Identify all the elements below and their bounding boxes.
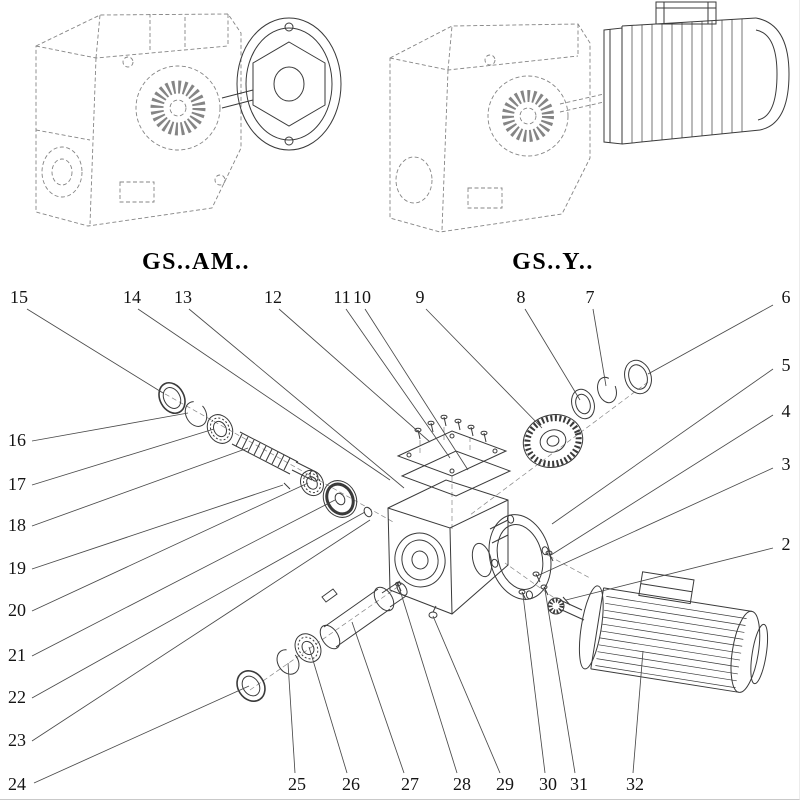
motor-pinion-icon <box>547 597 585 621</box>
part-number-31: 31 <box>570 774 588 794</box>
output-flange-icon <box>488 514 552 600</box>
leader-line-21 <box>31 499 336 657</box>
leader-line-10 <box>364 308 469 471</box>
circlip-icon <box>276 649 300 675</box>
leader-line-16 <box>31 412 189 442</box>
output-gear-icon <box>522 414 584 468</box>
bearing-icon <box>294 633 322 663</box>
leader-line-14 <box>137 308 391 481</box>
drain-plug-icon <box>428 605 438 619</box>
part-number-4: 4 <box>782 401 791 421</box>
part-number-22: 22 <box>8 687 26 707</box>
leader-line-23 <box>31 519 371 742</box>
leader-line-3 <box>536 467 774 577</box>
output-shaft-icon <box>319 580 408 650</box>
leader-line-31 <box>544 589 576 774</box>
part-number-21: 21 <box>8 645 26 665</box>
part-number-17: 17 <box>8 474 26 494</box>
part-number-19: 19 <box>8 558 26 578</box>
housing-cover-icon <box>396 430 508 477</box>
spacer-ring-icon <box>363 506 373 518</box>
part-number-9: 9 <box>416 287 425 307</box>
bearing-icon <box>300 469 324 497</box>
leader-line-6 <box>647 304 774 375</box>
leader-line-8 <box>524 308 581 401</box>
leader-line-19 <box>31 484 284 570</box>
leader-line-18 <box>31 447 249 527</box>
gs-y-motor-drawing <box>603 1 790 145</box>
part-number-28: 28 <box>453 774 471 794</box>
leader-line-13 <box>188 308 405 489</box>
leader-line-12 <box>278 308 431 443</box>
leader-line-17 <box>31 428 215 486</box>
leader-line-28 <box>398 586 458 774</box>
part-number-14: 14 <box>123 287 141 307</box>
seal-ring-icon <box>624 359 652 395</box>
part-number-23: 23 <box>8 730 26 750</box>
part-number-29: 29 <box>496 774 514 794</box>
part-number-30: 30 <box>539 774 557 794</box>
leader-line-9 <box>425 308 543 429</box>
part-number-2: 2 <box>782 534 791 554</box>
leader-line-26 <box>308 646 348 774</box>
part-number-16: 16 <box>8 430 26 450</box>
part-number-12: 12 <box>264 287 282 307</box>
part-number-13: 13 <box>174 287 192 307</box>
gs-am-flange-drawing <box>221 17 342 151</box>
part-number-24: 24 <box>8 774 26 794</box>
part-number-20: 20 <box>8 600 26 620</box>
worm-gear-icon <box>322 480 358 518</box>
gs-am-gearbox-drawing <box>35 13 242 227</box>
leader-line-24 <box>33 685 250 784</box>
leader-line-20 <box>31 482 309 612</box>
gs-y-gearbox-drawing <box>389 23 605 233</box>
part-number-8: 8 <box>517 287 526 307</box>
part-number-18: 18 <box>8 515 26 535</box>
part-number-25: 25 <box>288 774 306 794</box>
part-number-3: 3 <box>782 454 791 474</box>
caption-gs-am: GS..AM.. <box>142 249 250 275</box>
washer-icon <box>571 388 595 420</box>
part-number-27: 27 <box>401 774 419 794</box>
circlip-icon <box>184 401 208 427</box>
leader-line-11 <box>345 308 451 459</box>
part-number-6: 6 <box>782 287 791 307</box>
motor-icon <box>578 571 769 693</box>
leader-line-27 <box>351 621 405 774</box>
cover-gasket-icon <box>400 450 512 497</box>
part-number-15: 15 <box>10 287 28 307</box>
part-number-5: 5 <box>782 355 791 375</box>
shaft-key-icon <box>321 588 338 603</box>
exploded-parts <box>158 359 769 702</box>
leader-line-5 <box>551 368 774 525</box>
flange-bolts-icon <box>518 550 571 606</box>
leader-line-7 <box>592 308 607 387</box>
leader-line-15 <box>26 308 164 394</box>
part-number-11: 11 <box>333 287 350 307</box>
leader-line-4 <box>550 414 774 556</box>
leader-line-25 <box>287 662 296 774</box>
part-number-10: 10 <box>353 287 371 307</box>
part-number-32: 32 <box>626 774 644 794</box>
pin-icon <box>283 482 291 490</box>
leader-line-30 <box>522 594 546 774</box>
leader-line-29 <box>432 615 501 774</box>
cover-screws-icon <box>414 414 488 443</box>
oil-seal-icon <box>158 381 186 415</box>
bearing-icon <box>206 414 234 444</box>
part-number-26: 26 <box>342 774 360 794</box>
gear-housing-icon <box>387 479 509 615</box>
part-number-7: 7 <box>586 287 595 307</box>
caption-gs-y: GS..Y.. <box>512 249 594 275</box>
retaining-ring-icon <box>597 376 617 404</box>
leader-line-2 <box>565 547 774 601</box>
leader-line-22 <box>31 511 366 699</box>
oil-seal-icon <box>236 670 266 702</box>
leader-line-32 <box>632 650 644 774</box>
